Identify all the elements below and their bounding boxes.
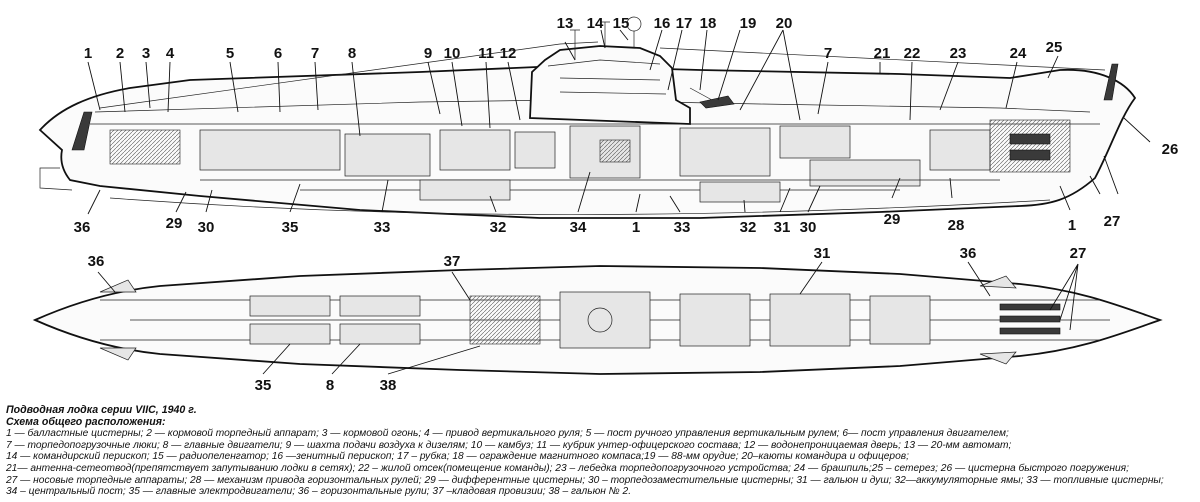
callout-19: 19 bbox=[740, 15, 757, 32]
callout-3: 3 bbox=[142, 45, 150, 62]
callout-22: 22 bbox=[904, 45, 921, 62]
callout-31: 31 bbox=[774, 219, 791, 236]
plan-callout-leaders bbox=[97, 261, 1079, 375]
callout-1c: 1 bbox=[1068, 217, 1076, 234]
callout-20: 20 bbox=[776, 15, 793, 32]
side-profile bbox=[38, 16, 1137, 219]
callout-24: 24 bbox=[1010, 45, 1027, 62]
callout-25: 25 bbox=[1046, 39, 1063, 56]
callout-29: 29 bbox=[166, 215, 183, 232]
callout-31b: 31 bbox=[814, 245, 831, 262]
side-right-callouts: 26 27 bbox=[1104, 141, 1179, 230]
callout-27: 27 bbox=[1104, 213, 1121, 230]
callout-1: 1 bbox=[84, 45, 92, 62]
callout-34: 34 bbox=[570, 219, 587, 236]
figure-title: Подводная лодка серии VIIC, 1940 г. bbox=[6, 404, 197, 416]
legend-line: 34 – центральный пост; 35 — главные элек… bbox=[6, 486, 632, 498]
callout-33: 33 bbox=[374, 219, 391, 236]
callout-7b: 7 bbox=[824, 45, 832, 62]
callout-4: 4 bbox=[166, 45, 175, 62]
callout-11: 11 bbox=[478, 45, 494, 62]
side-callout-leaders bbox=[87, 29, 1151, 215]
callout-12: 12 bbox=[500, 45, 517, 62]
legend-line: 21— антенна-сетеотвод(препятствует запут… bbox=[6, 462, 1129, 474]
callout-15: 15 bbox=[613, 15, 630, 32]
legend-line: 27 — носовые торпедные аппараты; 28 — ме… bbox=[6, 474, 1164, 486]
callout-21: 21 bbox=[874, 45, 891, 62]
legend-caption: Подводная лодка серии VIIC, 1940 г. Схем… bbox=[6, 404, 1194, 498]
callout-38: 38 bbox=[380, 377, 397, 394]
callout-35: 35 bbox=[282, 219, 299, 236]
callout-23: 23 bbox=[950, 45, 967, 62]
callout-8b: 8 bbox=[326, 377, 334, 394]
callout-9: 9 bbox=[424, 45, 432, 62]
legend-line: 14 — командирский перископ; 15 — радиопе… bbox=[6, 451, 909, 463]
callout-6: 6 bbox=[274, 45, 282, 62]
plan-top-callouts: 36 37 31 36 27 bbox=[88, 245, 1087, 270]
callout-29b: 29 bbox=[884, 211, 901, 228]
callout-8: 8 bbox=[348, 45, 356, 62]
submarine-schematic: 1 2 3 4 5 6 7 8 9 10 11 12 13 14 15 16 1… bbox=[32, 15, 1179, 394]
callout-36b: 36 bbox=[88, 253, 105, 270]
callout-37: 37 bbox=[444, 253, 461, 270]
plan-bottom-callouts: 35 8 38 bbox=[255, 377, 397, 394]
callout-2: 2 bbox=[116, 45, 124, 62]
callout-36: 36 bbox=[74, 219, 91, 236]
conning-tower bbox=[529, 45, 691, 125]
callout-26: 26 bbox=[1162, 141, 1179, 158]
plan-view bbox=[32, 265, 1163, 375]
callout-33b: 33 bbox=[674, 219, 691, 236]
callout-36c: 36 bbox=[960, 245, 977, 262]
callout-28: 28 bbox=[948, 217, 965, 234]
callout-16: 16 bbox=[654, 15, 671, 32]
callout-32: 32 bbox=[490, 219, 507, 236]
callout-18: 18 bbox=[700, 15, 717, 32]
side-top-callouts: 1 2 3 4 5 6 7 8 9 10 11 12 13 14 15 16 1… bbox=[84, 15, 1063, 62]
callout-10: 10 bbox=[444, 45, 461, 62]
callout-1b: 1 bbox=[632, 219, 640, 236]
callout-30: 30 bbox=[198, 219, 215, 236]
callout-14: 14 bbox=[587, 15, 604, 32]
callout-13: 13 bbox=[557, 15, 574, 32]
figure-subtitle: Схема общего расположения: bbox=[6, 415, 166, 428]
callout-7: 7 bbox=[311, 45, 319, 62]
callout-27b: 27 bbox=[1070, 245, 1087, 262]
callout-30b: 30 bbox=[800, 219, 817, 236]
callout-32b: 32 bbox=[740, 219, 757, 236]
side-bottom-callouts: 36 29 30 35 33 32 34 1 33 32 31 30 29 28… bbox=[74, 211, 1077, 236]
legend-line: 1 — балластные цистерны; 2 — кормовой то… bbox=[6, 428, 1009, 440]
callout-17: 17 bbox=[676, 15, 693, 32]
legend-line: 7 — торпедопогрузочные люки; 8 — главные… bbox=[6, 439, 1012, 451]
callout-35b: 35 bbox=[255, 377, 272, 394]
callout-5: 5 bbox=[226, 45, 234, 62]
